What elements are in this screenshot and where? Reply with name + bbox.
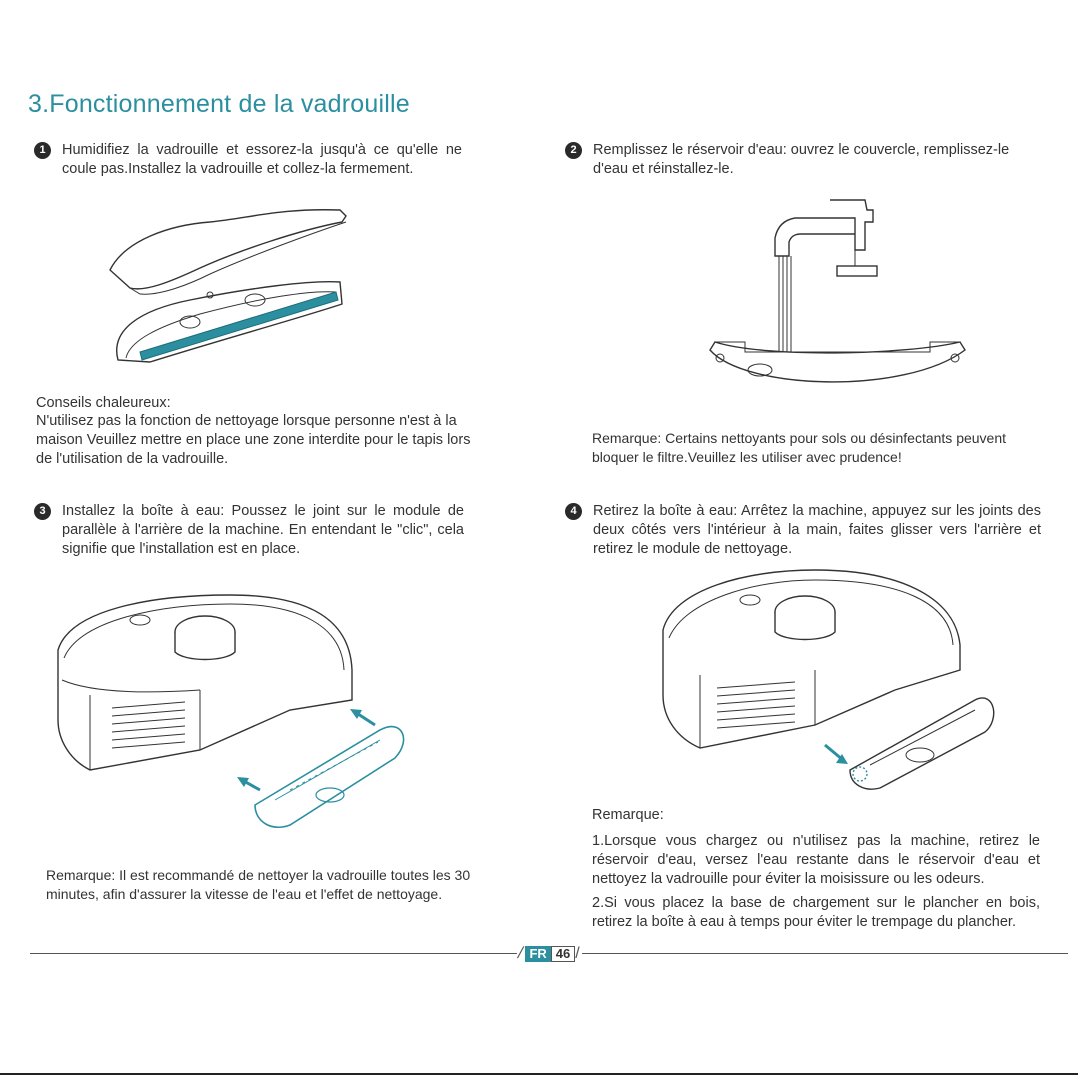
step-number-badge: 1 <box>34 142 51 159</box>
footer-slash-left: / <box>515 945 525 962</box>
bottom-border <box>0 1073 1078 1075</box>
step-text: Humidifiez la vadrouille et essorez-la j… <box>62 142 462 177</box>
step-2: 2 Remplissez le réservoir d'eau: ouvrez … <box>565 141 1045 181</box>
footer-rule-right <box>582 953 1068 954</box>
tips-body: N'utilisez pas la fonction de nettoyage … <box>36 413 471 467</box>
remark-item-2: 2.Si vous placez la base de chargement s… <box>592 895 1040 930</box>
step-number-badge: 3 <box>34 503 51 520</box>
step-text: Remplissez le réservoir d'eau: ouvrez le… <box>593 142 1010 177</box>
footer-page-marker: / FR 46 / <box>515 945 580 963</box>
footer-rule-left <box>30 953 517 954</box>
step-1: 1 Humidifiez la vadrouille et essorez-la… <box>34 141 474 181</box>
footer-slash-right: / <box>575 945 580 962</box>
step-text: Retirez la boîte à eau: Arrêtez la machi… <box>593 503 1041 557</box>
tips-heading: Conseils chaleureux: <box>36 395 171 411</box>
remarks-heading: Remarque: <box>592 807 664 823</box>
water-box-remove-illustration <box>662 569 995 790</box>
step-4: 4 Retirez la boîte à eau: Arrêtez la mac… <box>565 502 1045 562</box>
water-fill-illustration <box>709 199 966 383</box>
remark-item-1: 1.Lorsque vous chargez ou n'utilisez pas… <box>592 833 1040 887</box>
step-text: Installez la boîte à eau: Poussez le joi… <box>62 503 464 557</box>
footer-lang-badge: FR <box>525 946 551 962</box>
footer-page-number: 46 <box>550 946 576 962</box>
note-clean: Remarque: Il est recommandé de nettoyer … <box>46 867 471 902</box>
water-box-install-illustration <box>57 594 405 829</box>
step-number-badge: 2 <box>565 142 582 159</box>
note-filter: Remarque: Certains nettoyants pour sols … <box>592 430 1007 465</box>
mop-install-illustration <box>109 209 347 363</box>
step-number-badge: 4 <box>565 503 582 520</box>
section-title: 3.Fonctionnement de la vadrouille <box>28 90 410 118</box>
step-3: 3 Installez la boîte à eau: Poussez le j… <box>34 502 474 562</box>
